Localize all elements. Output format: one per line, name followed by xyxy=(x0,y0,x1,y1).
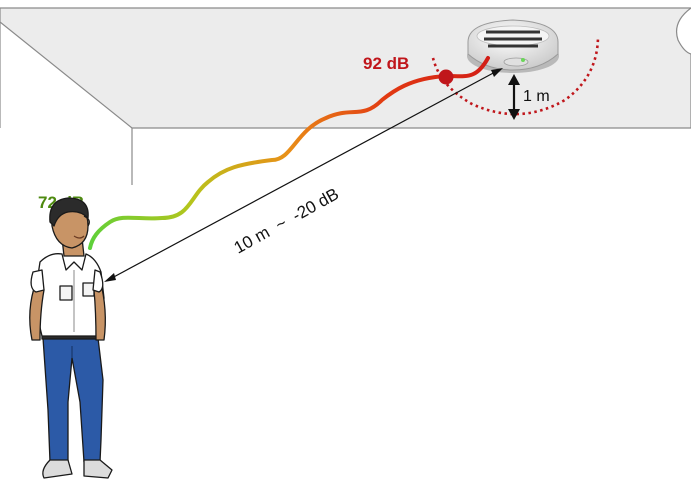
reference-distance-arc xyxy=(431,35,600,116)
source-level-label: 92 dB xyxy=(363,54,409,73)
room xyxy=(0,7,691,185)
source-point xyxy=(438,69,454,85)
adjacent-device-outline xyxy=(675,7,691,55)
ceiling xyxy=(0,7,691,129)
distance-arrow xyxy=(104,68,503,282)
reference-distance-label: 1 m xyxy=(523,88,550,105)
alarm-detector-icon xyxy=(467,19,559,73)
person-illustration xyxy=(29,197,113,479)
reference-distance-arrow xyxy=(508,74,520,120)
sound-wave xyxy=(88,56,490,250)
attenuation-label: 10 m ~ -20 dB xyxy=(231,184,342,257)
